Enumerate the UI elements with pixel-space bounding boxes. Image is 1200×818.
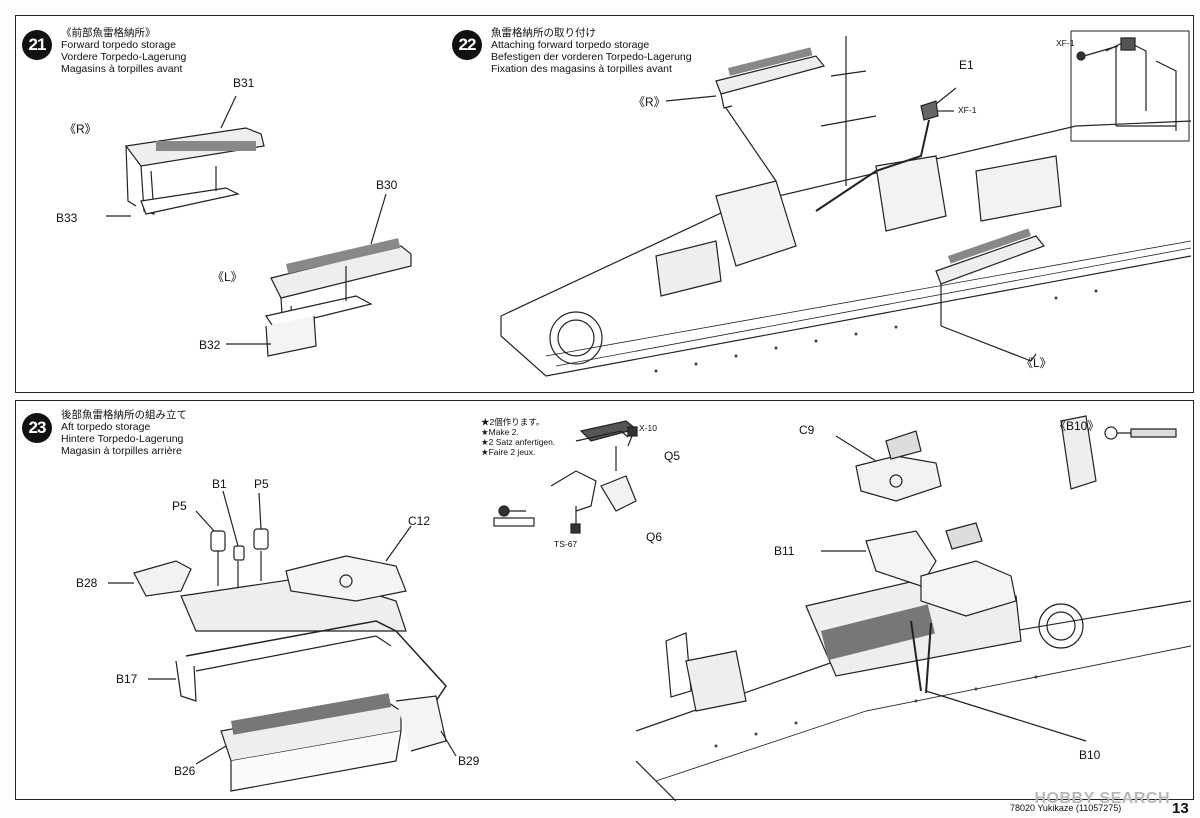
- label-q5: Q5: [664, 449, 681, 463]
- label-b11: B11: [774, 544, 795, 558]
- label-q6: Q6: [646, 530, 663, 544]
- footer-code: 78020: [1010, 803, 1036, 813]
- top-panel-art: [106, 30, 1192, 377]
- step-23-title: 後部魚雷格納所の組み立て Aft torpedo storage Hintere…: [61, 409, 187, 457]
- label-l-22: 《L》: [1021, 356, 1052, 370]
- step-23-title-de: Hintere Torpedo-Lagerung: [61, 433, 184, 445]
- step-22-title-fr: Fixation des magasins à torpilles avant: [491, 63, 672, 75]
- bottom-panel-art: [108, 415, 1192, 801]
- step-22-title-en: Attaching forward torpedo storage: [491, 39, 650, 51]
- label-p5-left: P5: [172, 499, 187, 513]
- make-two-note-de: ★2 Satz anfertigen.: [481, 437, 556, 447]
- label-c12: C12: [408, 514, 431, 528]
- label-b33: B33: [56, 211, 78, 225]
- label-b31: B31: [233, 76, 255, 90]
- footer-ref: (11057275): [1075, 803, 1122, 813]
- label-p5-right: P5: [254, 477, 269, 491]
- make-two-note-jp: ★2個作ります。: [481, 417, 545, 427]
- label-b26: B26: [174, 764, 196, 778]
- step-22-title-de: Befestigen der vorderen Torpedo-Lagerung: [491, 51, 692, 63]
- make-two-note-fr: ★Faire 2 jeux.: [481, 447, 536, 457]
- label-b30: B30: [376, 178, 398, 192]
- label-b32: B32: [199, 338, 221, 352]
- step-21-badge: 21: [22, 30, 52, 60]
- bottom-panel: 23 後部魚雷格納所の組み立て Aft torpedo storage Hint…: [15, 400, 1194, 801]
- label-b10-view: 《B10》: [1054, 419, 1100, 433]
- step-21-title-en: Forward torpedo storage: [61, 39, 176, 51]
- step-23-badge: 23: [22, 413, 52, 443]
- footer-title: Yukikaze: [1037, 803, 1074, 813]
- step-23-title-jp: 後部魚雷格納所の組み立て: [61, 409, 187, 421]
- label-l-21: 《L》: [212, 270, 243, 284]
- step-22-badge: 22: [452, 30, 482, 60]
- make-two-note: ★2個作ります。 ★Make 2. ★2 Satz anfertigen. ★F…: [481, 417, 555, 457]
- step-23-title-fr: Magasin à torpilles arrière: [61, 445, 182, 457]
- footer-info: 78020 Yukikaze (11057275): [1010, 803, 1121, 813]
- page-number: 13: [1172, 800, 1189, 817]
- step-21-title-fr: Magasins à torpilles avant: [61, 63, 183, 75]
- label-ts67: TS-67: [554, 539, 578, 549]
- watermark: HOBBY SEARCH: [1034, 790, 1170, 807]
- step-22-title-jp: 魚雷格納所の取り付け: [491, 27, 596, 39]
- top-panel: 21 《前部魚雷格納所》 Forward torpedo storage Vor…: [15, 15, 1194, 393]
- label-b17: B17: [116, 672, 138, 686]
- label-e1: E1: [959, 58, 974, 72]
- label-r-22: 《R》: [633, 95, 666, 109]
- label-r-21: 《R》: [64, 122, 97, 136]
- step-21-title-jp: 《前部魚雷格納所》: [61, 27, 156, 39]
- label-b1: B1: [212, 477, 227, 491]
- label-b29: B29: [458, 754, 480, 768]
- label-xf1-top: XF-1: [1056, 38, 1075, 48]
- step-21-title-de: Vordere Torpedo-Lagerung: [61, 51, 187, 63]
- label-x10: X-10: [639, 423, 657, 433]
- label-b10: B10: [1079, 748, 1101, 762]
- label-xf1: XF-1: [958, 105, 977, 115]
- label-b28: B28: [76, 576, 98, 590]
- label-c9: C9: [799, 423, 815, 437]
- step-23-title-en: Aft torpedo storage: [61, 421, 151, 433]
- make-two-note-en: ★Make 2.: [481, 427, 519, 437]
- step-22-title: 魚雷格納所の取り付け Attaching forward torpedo sto…: [491, 27, 692, 75]
- step-21-title: 《前部魚雷格納所》 Forward torpedo storage Vorder…: [61, 27, 186, 75]
